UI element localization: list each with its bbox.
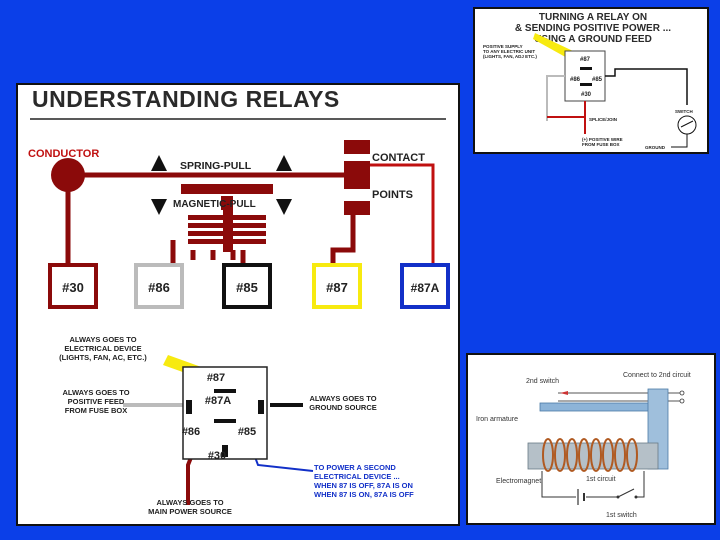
- black-wire: [605, 68, 688, 105]
- svg-text:(LIGHTS, FAN, AC, ETC.): (LIGHTS, FAN, AC, ETC.): [59, 353, 147, 362]
- pin-box-86: [134, 263, 184, 309]
- gray-wire: [546, 75, 565, 121]
- electromagnet-diagram: Connect to 2nd circuit 2nd switch Iron a…: [476, 372, 691, 519]
- second-switch-label: 2nd switch: [526, 378, 559, 385]
- first-switch-label: 1st switch: [606, 512, 637, 519]
- points-label: POINTS: [372, 189, 413, 201]
- pin-schematic: #87 #87A #86 #85 #30: [123, 355, 314, 505]
- ground-feed-diagram: TURNING A RELAY ON & SENDING POSITIVE PO…: [483, 12, 697, 150]
- svg-text:WHEN 87 IS ON, 87A IS OFF: WHEN 87 IS ON, 87A IS OFF: [314, 490, 414, 499]
- coil-icon: [188, 210, 266, 252]
- pin-label-30: #30: [62, 280, 84, 295]
- electromagnet-panel: Connect to 2nd circuit 2nd switch Iron a…: [466, 353, 716, 525]
- electromagnet-label: Electromagnet: [496, 478, 541, 485]
- contact-point-bottom: [344, 201, 370, 215]
- ground-feed-title: TURNING A RELAY ON & SENDING POSITIVE PO…: [515, 12, 671, 45]
- pin-box-87: [312, 263, 362, 309]
- pin-row: #30 #86 #85 #87 #87A: [48, 263, 450, 309]
- schematic-87: #87: [207, 372, 225, 384]
- contact-icon: [560, 391, 568, 395]
- svg-text:TO ANY ELECTRIC UNIT: TO ANY ELECTRIC UNIT: [483, 49, 535, 54]
- arrow-up-icon: [151, 155, 167, 171]
- pin-box-87a: [400, 263, 450, 309]
- ground-wire: [671, 134, 688, 148]
- svg-text:ALWAYS GOES TO: ALWAYS GOES TO: [309, 394, 376, 403]
- positive-wire-note: (+) POSITIVE WIRE FROM FUSE BOX: [582, 137, 623, 147]
- schematic-86: #86: [182, 426, 200, 438]
- svg-text:POSITIVE FEED: POSITIVE FEED: [68, 397, 125, 406]
- contact-point-top: [344, 140, 370, 154]
- svg-text:ELECTRICAL DEVICE ...: ELECTRICAL DEVICE ...: [314, 472, 400, 481]
- switch-label: SWITCH: [675, 109, 693, 114]
- schematic-30: #30: [208, 450, 226, 462]
- relay-box: [182, 366, 268, 460]
- svg-text:USING A GROUND FEED: USING A GROUND FEED: [534, 34, 652, 45]
- iron-armature-label: Iron armature: [476, 416, 518, 423]
- arrow-up-icon: [276, 155, 292, 171]
- note-main-power: ALWAYS GOES TO MAIN POWER SOURCE: [148, 498, 232, 516]
- svg-text:TURNING A RELAY ON: TURNING A RELAY ON: [539, 12, 647, 23]
- note-ground: ALWAYS GOES TO GROUND SOURCE: [309, 394, 377, 412]
- magnetic-pull-label: MAGNETIC-PULL: [173, 199, 256, 210]
- positive-supply-note: POSITIVE SUPPLY TO ANY ELECTRIC UNIT (LI…: [483, 44, 537, 59]
- svg-text:(LIGHTS, FAN, ADJ ETC.): (LIGHTS, FAN, ADJ ETC.): [483, 54, 537, 59]
- main-title: UNDERSTANDING RELAYS: [32, 86, 340, 112]
- svg-text:ALWAYS GOES TO: ALWAYS GOES TO: [69, 335, 136, 344]
- armature-bar: [539, 402, 651, 412]
- svg-text:GROUND SOURCE: GROUND SOURCE: [309, 403, 377, 412]
- note-device: ALWAYS GOES TO ELECTRICAL DEVICE (LIGHTS…: [59, 335, 147, 362]
- red-wire: [547, 101, 586, 118]
- relay-diagram: UNDERSTANDING RELAYS CONDUCTOR CONTACT P…: [28, 86, 450, 516]
- coil-icon: [542, 438, 638, 472]
- note-second-device: TO POWER A SECOND ELECTRICAL DEVICE ... …: [314, 463, 414, 499]
- contact-wire: [368, 163, 435, 263]
- first-circuit-wire-left: [541, 471, 576, 498]
- conductor-label: CONDUCTOR: [28, 148, 99, 160]
- first-circuit-wire-right: [636, 471, 645, 498]
- gf-pin86: #86: [570, 77, 581, 83]
- svg-text:FROM FUSE BOX: FROM FUSE BOX: [582, 142, 620, 147]
- arrow-down-icon: [276, 199, 292, 215]
- gf-pin85: #85: [592, 77, 603, 83]
- svg-text:FROM FUSE BOX: FROM FUSE BOX: [65, 406, 128, 415]
- yellow-wire: [533, 33, 573, 59]
- armature-stem: [221, 196, 233, 210]
- pin-label-87a: #87A: [411, 281, 440, 295]
- svg-text:TO POWER A SECOND: TO POWER A SECOND: [314, 463, 396, 472]
- first-circuit-label: 1st circuit: [586, 476, 616, 483]
- pin-label-86: #86: [148, 280, 170, 295]
- pin-box-30: [48, 263, 98, 309]
- svg-text:& SENDING POSITIVE POWER ...: & SENDING POSITIVE POWER ...: [515, 23, 671, 34]
- switch-icon: [617, 488, 635, 498]
- splice-label: SPLICE/JOIN: [589, 117, 617, 122]
- pin-label-87: #87: [326, 280, 348, 295]
- ground-label: GROUND: [645, 145, 666, 150]
- contact-point-arm: [344, 161, 370, 189]
- gf-pin87: #87: [580, 57, 591, 63]
- gf-pin30: #30: [581, 92, 592, 98]
- switch-icon: [677, 115, 697, 135]
- note-positive: ALWAYS GOES TO POSITIVE FEED FROM FUSE B…: [62, 388, 129, 415]
- conductor-ball: [51, 158, 85, 192]
- understanding-relays-panel: UNDERSTANDING RELAYS CONDUCTOR CONTACT P…: [16, 83, 460, 526]
- arrow-down-icon: [151, 199, 167, 215]
- svg-text:ALWAYS GOES TO: ALWAYS GOES TO: [156, 498, 223, 507]
- connect-2nd-label: Connect to 2nd circuit: [623, 372, 691, 379]
- schematic-87a: #87A: [205, 395, 231, 407]
- ground-feed-panel: TURNING A RELAY ON & SENDING POSITIVE PO…: [473, 7, 709, 154]
- svg-text:MAIN POWER SOURCE: MAIN POWER SOURCE: [148, 507, 232, 516]
- pin-box-85: [222, 263, 272, 309]
- svg-text:ELECTRICAL DEVICE: ELECTRICAL DEVICE: [64, 344, 141, 353]
- conductor-wires: [65, 172, 358, 263]
- svg-text:WHEN 87 IS OFF, 87A IS ON: WHEN 87 IS OFF, 87A IS ON: [314, 481, 413, 490]
- svg-text:POSITIVE SUPPLY: POSITIVE SUPPLY: [483, 44, 523, 49]
- contact-label: CONTACT: [372, 152, 425, 164]
- spring-pull-label: SPRING-PULL: [180, 160, 252, 172]
- schematic-85: #85: [238, 426, 256, 438]
- armature-bar: [181, 184, 273, 194]
- svg-text:(+) POSITIVE WIRE: (+) POSITIVE WIRE: [582, 137, 623, 142]
- svg-text:ALWAYS GOES TO: ALWAYS GOES TO: [62, 388, 129, 397]
- pin-label-85: #85: [236, 280, 258, 295]
